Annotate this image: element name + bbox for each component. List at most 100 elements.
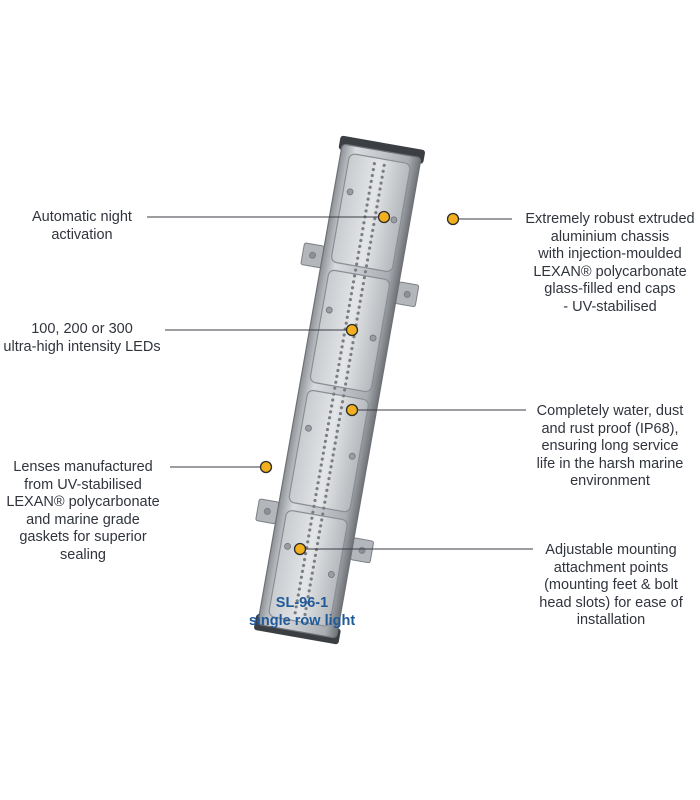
led-dot bbox=[366, 252, 371, 256]
led-dot bbox=[369, 240, 373, 244]
led-dot bbox=[323, 500, 327, 504]
leader-lines bbox=[147, 216, 533, 550]
led-dot bbox=[335, 429, 339, 433]
led-dot bbox=[355, 262, 359, 266]
led-dot bbox=[329, 465, 333, 469]
led-dot bbox=[345, 376, 349, 380]
led-dot bbox=[300, 569, 305, 573]
marker-lenses bbox=[259, 460, 273, 474]
led-dot bbox=[308, 528, 312, 532]
marker-mounting bbox=[293, 542, 307, 556]
led-dot bbox=[360, 232, 364, 237]
led-dot bbox=[321, 451, 325, 455]
callout-chassis: Extremely robust extruded aluminium chas… bbox=[525, 211, 695, 315]
led-dot bbox=[309, 522, 313, 526]
lens-sections bbox=[268, 153, 411, 627]
led-dot bbox=[310, 571, 314, 575]
led-dot bbox=[380, 175, 384, 179]
led-dot bbox=[346, 370, 350, 374]
led-dot bbox=[334, 380, 338, 384]
led-dot bbox=[306, 595, 310, 599]
led-dot bbox=[330, 459, 334, 463]
led-dot bbox=[346, 309, 350, 313]
callout-leds: 100, 200 or 300 ultra-high intensity LED… bbox=[3, 321, 161, 355]
led-dot bbox=[349, 352, 353, 357]
led-dot bbox=[371, 167, 375, 172]
led-dot bbox=[307, 534, 311, 538]
led-dot bbox=[364, 264, 369, 268]
led-dot bbox=[378, 187, 382, 191]
marker-leds bbox=[345, 323, 359, 337]
led-dot bbox=[327, 416, 332, 420]
led-dot bbox=[301, 563, 306, 568]
led-dot bbox=[381, 169, 385, 173]
led-dot bbox=[324, 433, 329, 438]
sl-96-1-light-fixture bbox=[254, 135, 425, 645]
led-dot bbox=[314, 492, 318, 497]
led-dot bbox=[339, 406, 344, 410]
mounting-feet bbox=[255, 242, 420, 564]
led-dot bbox=[357, 305, 361, 309]
led-dot bbox=[357, 250, 361, 254]
led-dot bbox=[323, 439, 327, 443]
led-dot bbox=[362, 276, 367, 280]
led-dot bbox=[338, 411, 343, 416]
led-dot bbox=[298, 581, 302, 585]
led-dot bbox=[315, 487, 319, 491]
led-dot bbox=[344, 321, 348, 325]
led-dot bbox=[350, 346, 354, 351]
led-dot bbox=[315, 541, 320, 546]
callout-mounting: Adjustable mounting attachment points (m… bbox=[539, 542, 683, 628]
led-dot bbox=[304, 606, 308, 611]
led-dot bbox=[318, 530, 322, 534]
led-dot bbox=[354, 268, 358, 272]
led-dot bbox=[367, 191, 371, 195]
led-dot bbox=[370, 234, 374, 238]
led-dot bbox=[340, 400, 345, 404]
led-dot bbox=[348, 358, 352, 362]
led-dot bbox=[356, 311, 360, 315]
led-dot bbox=[350, 286, 355, 290]
callout-waterproof: Completely water, dust and rust proof (I… bbox=[536, 403, 684, 489]
led-dot bbox=[311, 565, 315, 569]
led-dot bbox=[318, 469, 322, 473]
led-dot bbox=[337, 417, 342, 422]
led-dot bbox=[297, 587, 301, 591]
led-dot bbox=[361, 281, 365, 286]
led-dot bbox=[349, 292, 354, 296]
led-dot bbox=[336, 368, 340, 373]
callout-lenses: Lenses manufactured from UV-stabilised L… bbox=[6, 459, 160, 563]
led-dot bbox=[334, 435, 338, 439]
led-dot bbox=[373, 216, 377, 221]
led-dot bbox=[364, 209, 368, 213]
led-dot bbox=[372, 162, 376, 166]
led-dot bbox=[324, 494, 328, 498]
led-dot bbox=[372, 222, 376, 227]
led-dot bbox=[377, 193, 381, 197]
led-dot bbox=[344, 382, 348, 386]
led-dot bbox=[345, 315, 349, 319]
led-dot bbox=[321, 512, 325, 516]
led-dot bbox=[307, 589, 311, 593]
led-dot bbox=[327, 476, 331, 481]
led-dot bbox=[313, 553, 318, 557]
led-dot bbox=[363, 270, 368, 274]
led-dot bbox=[342, 333, 346, 337]
led-dot bbox=[333, 441, 337, 445]
callout-markers bbox=[259, 210, 460, 556]
led-dot bbox=[308, 583, 312, 587]
led-dot bbox=[340, 345, 344, 349]
led-dot bbox=[322, 506, 326, 510]
led-dot bbox=[374, 211, 378, 215]
led-dot bbox=[347, 303, 351, 308]
led-dot bbox=[361, 227, 365, 231]
led-dot bbox=[325, 488, 329, 492]
led-dot bbox=[302, 557, 307, 562]
led-dot bbox=[382, 163, 386, 167]
product-description: single row light bbox=[248, 613, 356, 629]
led-dot bbox=[370, 173, 374, 178]
led-dot bbox=[358, 244, 362, 248]
marker-waterproof bbox=[345, 403, 359, 417]
led-dot bbox=[309, 577, 313, 581]
